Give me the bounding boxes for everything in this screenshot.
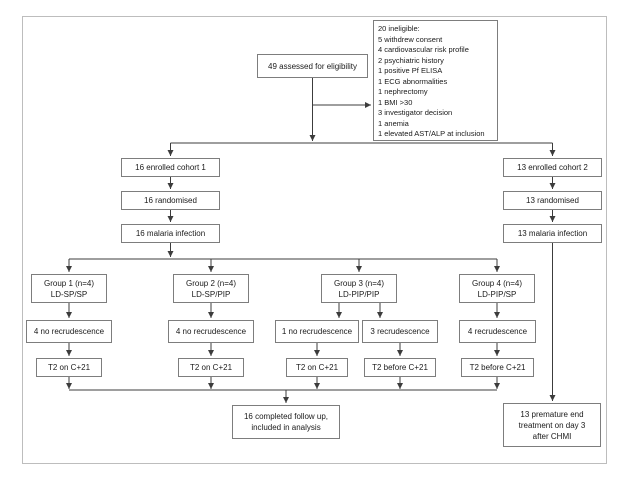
timepoint1-box: T2 on C+21: [36, 358, 102, 377]
timepoint5-box: T2 before C+21: [461, 358, 534, 377]
cohort2-infection-label: 13 malaria infection: [517, 229, 588, 238]
outcome3-label: 1 no recrudescence: [281, 327, 353, 336]
timepoint3-label: T2 on C+21: [295, 363, 339, 372]
ineligible-line: 1 elevated AST/ALP at inclusion: [378, 129, 485, 138]
group1-regimen: LD-SP/SP: [50, 289, 88, 299]
ineligible-line: 1 ECG abnormalities: [378, 76, 448, 86]
completed-label: 16 completed follow up, included in anal…: [243, 412, 329, 432]
outcome4-label: 3 recrudescence: [370, 327, 430, 336]
timepoint4-label: T2 before C+21: [372, 363, 428, 372]
premature-end-label: 13 premature end treatment on day 3 afte…: [518, 409, 586, 441]
cohort2-randomised-label: 13 randomised: [526, 196, 579, 205]
ineligible-line: 1 nephrectomy: [378, 87, 428, 96]
cohort1-infection-label: 16 malaria infection: [135, 229, 206, 238]
outcome1-label: 4 no recrudescence: [33, 327, 105, 336]
timepoint4-box: T2 before C+21: [364, 358, 436, 377]
group3-regimen: LD-PIP/PIP: [338, 289, 380, 299]
group3-box: Group 3 (n=4) LD-PIP/PIP: [321, 274, 397, 303]
outcome5-box: 4 recrudescence: [459, 320, 536, 343]
outcome5-label: 4 recrudescence: [467, 327, 528, 336]
ineligible-line: 1 BMI >30: [378, 97, 413, 107]
ineligible-line: 1 positive Pf ELISA: [378, 66, 443, 75]
ineligible-line: 20 ineligible:: [378, 24, 420, 33]
premature-end-box: 13 premature end treatment on day 3 afte…: [503, 403, 601, 447]
ineligible-line: 3 investigator decision: [378, 108, 453, 117]
group4-box: Group 4 (n=4) LD-PIP/SP: [459, 274, 535, 303]
cohort2-enrolled-box: 13 enrolled cohort 2: [503, 158, 602, 177]
group4-regimen: LD-PIP/SP: [477, 289, 517, 299]
ineligible-line: 4 cardiovascular risk profile: [378, 45, 469, 54]
ineligible-line: 5 withdrew consent: [378, 34, 443, 44]
cohort1-randomised-box: 16 randomised: [121, 191, 220, 210]
assessed-label: 49 assessed for eligibility: [268, 61, 357, 71]
ineligible-box: 20 ineligible: 5 withdrew consent 4 card…: [373, 20, 498, 141]
timepoint5-label: T2 before C+21: [469, 363, 526, 372]
ineligible-line: 1 anemia: [378, 118, 409, 128]
completed-box: 16 completed follow up, included in anal…: [232, 405, 340, 439]
group2-title: Group 2 (n=4): [185, 278, 237, 288]
group4-title: Group 4 (n=4): [471, 278, 523, 288]
group3-title: Group 3 (n=4): [333, 278, 385, 288]
group2-box: Group 2 (n=4) LD-SP/PIP: [173, 274, 249, 303]
outcome2-label: 4 no recrudescence: [175, 327, 247, 336]
outcome3-box: 1 no recrudescence: [275, 320, 359, 343]
outcome1-box: 4 no recrudescence: [26, 320, 112, 343]
group1-title: Group 1 (n=4): [43, 278, 95, 288]
ineligible-line: 2 psychiatric history: [378, 55, 444, 65]
outcome2-box: 4 no recrudescence: [168, 320, 254, 343]
assessed-box: 49 assessed for eligibility: [257, 54, 368, 78]
cohort1-infection-box: 16 malaria infection: [121, 224, 220, 243]
timepoint2-box: T2 on C+21: [178, 358, 244, 377]
figure-border: [22, 16, 607, 464]
outcome4-box: 3 recrudescence: [362, 320, 438, 343]
cohort2-enrolled-label: 13 enrolled cohort 2: [517, 163, 588, 172]
timepoint1-label: T2 on C+21: [47, 363, 91, 372]
cohort1-enrolled-label: 16 enrolled cohort 1: [135, 163, 206, 172]
cohort1-enrolled-box: 16 enrolled cohort 1: [121, 158, 220, 177]
group2-regimen: LD-SP/PIP: [191, 289, 231, 299]
cohort2-randomised-box: 13 randomised: [503, 191, 602, 210]
timepoint3-box: T2 on C+21: [286, 358, 348, 377]
cohort2-infection-box: 13 malaria infection: [503, 224, 602, 243]
timepoint2-label: T2 on C+21: [189, 363, 233, 372]
group1-box: Group 1 (n=4) LD-SP/SP: [31, 274, 107, 303]
cohort1-randomised-label: 16 randomised: [144, 196, 197, 205]
